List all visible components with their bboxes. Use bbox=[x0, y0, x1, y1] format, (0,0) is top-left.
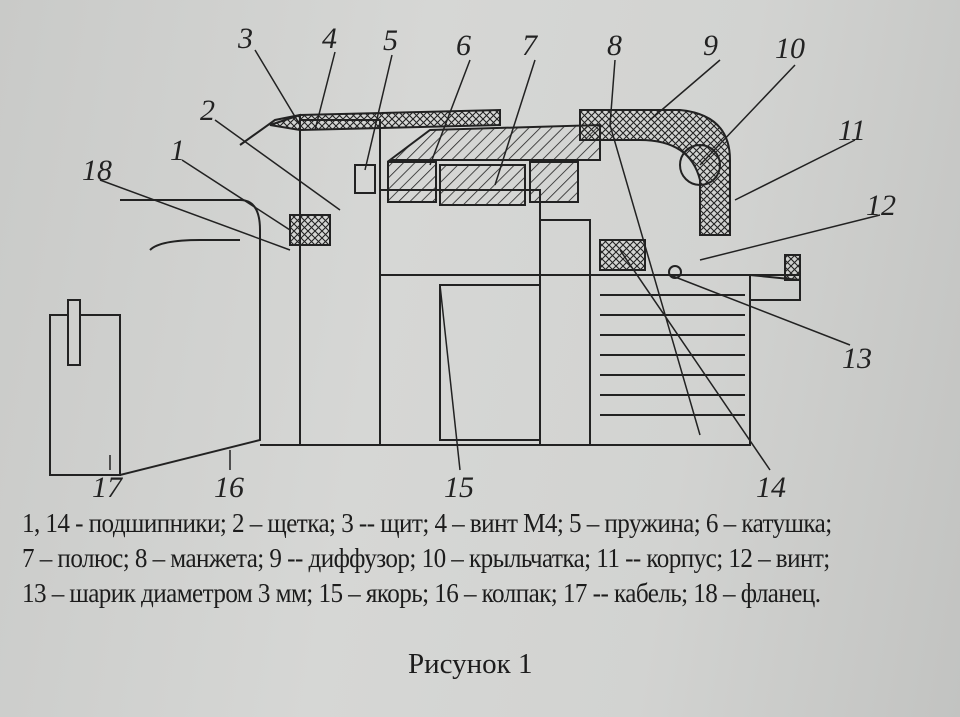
bearing-1 bbox=[289, 214, 331, 246]
figure-caption: Рисунок 1 bbox=[408, 648, 533, 680]
fan-impeller bbox=[589, 274, 751, 446]
label-10: 10 bbox=[775, 32, 805, 65]
legend-line-3: 13 – шарик диаметром 3 мм; 15 – якорь; 1… bbox=[22, 578, 821, 608]
label-11: 11 bbox=[838, 114, 866, 147]
label-6: 6 bbox=[456, 29, 471, 62]
label-4: 4 bbox=[322, 22, 337, 55]
cap bbox=[119, 199, 261, 476]
legend-line-2: 7 – полюс; 8 – манжета; 9 -- диффузор; 1… bbox=[22, 543, 830, 573]
label-1: 1 bbox=[170, 134, 185, 167]
label-16: 16 bbox=[214, 471, 244, 504]
label-17: 17 bbox=[92, 471, 124, 504]
shield bbox=[239, 113, 301, 446]
legend-line-1: 1, 14 - подшипники; 2 – щетка; 3 -- щит;… bbox=[22, 508, 832, 538]
coil bbox=[387, 161, 437, 203]
diffuser bbox=[579, 109, 731, 236]
label-15: 15 bbox=[444, 471, 474, 504]
label-13: 13 bbox=[842, 342, 872, 375]
label-18: 18 bbox=[82, 154, 112, 187]
label-8: 8 bbox=[607, 29, 622, 62]
label-2: 2 bbox=[200, 94, 215, 127]
label-14: 14 bbox=[756, 471, 786, 504]
label-3: 3 bbox=[237, 22, 253, 55]
label-12: 12 bbox=[866, 189, 896, 222]
cable bbox=[49, 314, 121, 476]
housing bbox=[387, 123, 601, 161]
label-7: 7 bbox=[522, 29, 539, 62]
label-5: 5 bbox=[383, 24, 398, 57]
label-9: 9 bbox=[703, 29, 718, 62]
